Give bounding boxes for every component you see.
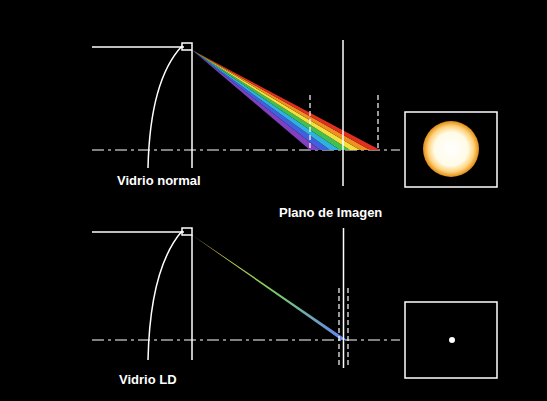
image-box [405,112,497,187]
top-lens-system [92,43,400,168]
bottom-focal-planes [339,228,348,368]
caption-label: Vidrio normal [115,173,203,189]
corrected-ray [192,235,347,340]
image-box [405,302,497,378]
spectrum-fan [192,50,380,150]
focus-point [449,337,455,343]
top-focal-planes [310,40,378,186]
caption-label: Plano de Imagen [277,205,384,221]
bottom-lens-system [92,228,400,360]
caption-label: Vidrio LD [117,372,179,388]
blur-spot [423,121,479,177]
